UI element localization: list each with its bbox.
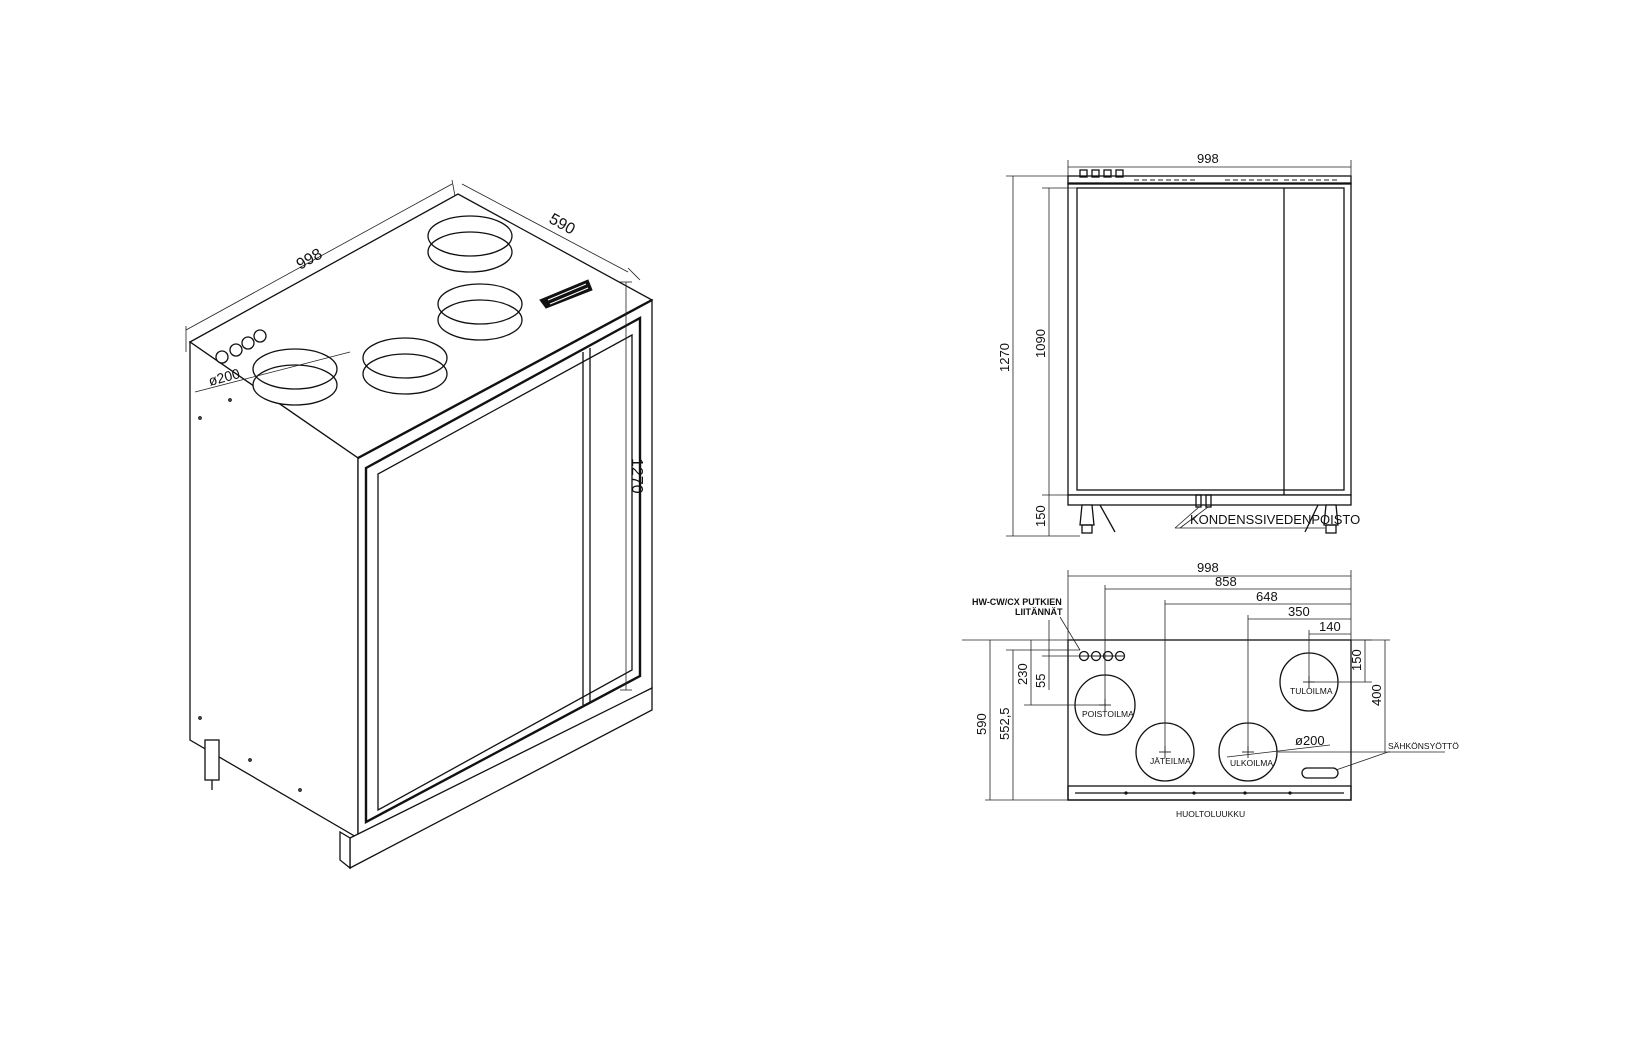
iso-height-label: 1270 — [628, 458, 645, 494]
top-diameter-label: ø200 — [1295, 733, 1325, 748]
front-pipe-stubs — [1079, 169, 1124, 178]
front-foot-right — [1323, 504, 1339, 526]
top-view: HW-CW/CX PUTKIEN LIITÄNNÄT POISTOILMA JÄ… — [962, 560, 1459, 819]
iso-side-screws — [198, 398, 302, 792]
top-body — [1067, 639, 1352, 801]
top-dim-350-label: 350 — [1288, 604, 1310, 619]
top-width-label: 998 — [1197, 560, 1219, 575]
top-dim-858: 858 — [1104, 574, 1351, 705]
top-depth-label: 590 — [974, 713, 989, 735]
front-body-inner — [1076, 187, 1345, 491]
top-port-outdoor: ULKOILMA — [1230, 758, 1273, 768]
front-base-rail — [1067, 494, 1352, 506]
front-width-label: 998 — [1197, 151, 1219, 166]
top-dim-150: 150 — [1309, 639, 1372, 683]
top-pipes-label-line2: LIITÄNNÄT — [1015, 607, 1063, 617]
iso-diameter-leader — [194, 351, 351, 393]
front-leg-left — [1099, 504, 1116, 533]
front-width-dimension: 998 — [1067, 151, 1352, 176]
top-service-rail — [1067, 785, 1352, 801]
top-dim-400-label: 400 — [1369, 684, 1384, 706]
top-depth-dimension: 590 — [962, 639, 1068, 801]
top-diameter-leader — [1226, 744, 1331, 758]
top-dim-230: 230 — [1015, 640, 1105, 706]
top-dim-140: 140 — [1308, 619, 1351, 682]
front-body-height-dimension: 1090 — [1033, 187, 1077, 496]
top-dim-230-label: 230 — [1015, 663, 1030, 685]
iso-door-frame — [364, 315, 642, 824]
iso-duct-2 — [362, 337, 448, 395]
top-dim-400: 400 — [1278, 639, 1390, 753]
top-dim-55: 55 — [1033, 620, 1084, 690]
front-total-height-label: 1270 — [997, 343, 1012, 372]
top-dim-140-label: 140 — [1319, 619, 1341, 634]
iso-duct-3 — [437, 283, 523, 341]
isometric-view: ø200 998 590 1270 — [185, 179, 654, 870]
top-port-supply: TULOILMA — [1290, 686, 1333, 696]
front-view: KONDENSSIVEDENPOISTO 998 1270 1090 150 — [997, 151, 1360, 537]
top-power-label: SÄHKÖNSYÖTTÖ — [1388, 741, 1459, 751]
front-foot-left-pad — [1081, 524, 1093, 534]
top-dim-552: 552,5 — [997, 649, 1080, 800]
iso-pipe-connectors — [215, 329, 267, 364]
front-leg-right — [1304, 504, 1319, 533]
front-condensate-label: KONDENSSIVEDENPOISTO — [1190, 512, 1360, 527]
top-service-hatch-label: HUOLTOLUUKKU — [1176, 809, 1245, 819]
front-top-rail — [1067, 175, 1352, 185]
top-width-dimension: 998 — [1067, 560, 1352, 640]
top-rail-screws — [1124, 791, 1292, 795]
iso-duct-1 — [252, 348, 338, 406]
front-foot-right-pad — [1325, 524, 1337, 534]
front-body — [1067, 182, 1352, 496]
iso-front-top-edge — [357, 298, 653, 460]
top-port-exhaust: POISTOILMA — [1082, 709, 1134, 719]
top-dim-648-label: 648 — [1256, 589, 1278, 604]
top-power-inlet — [1301, 767, 1339, 779]
front-base-height-dimension: 150 — [1033, 495, 1050, 536]
iso-door-inner — [377, 333, 633, 812]
front-drain-2 — [1205, 494, 1212, 508]
top-dim-552-label: 552,5 — [997, 707, 1012, 740]
top-pipes-label-line1: HW-CW/CX PUTKIEN — [972, 597, 1062, 607]
iso-duct-4 — [427, 215, 513, 273]
iso-electrical-grille — [539, 279, 593, 309]
top-pipe-connectors — [1078, 650, 1126, 662]
front-body-height-label: 1090 — [1033, 329, 1048, 358]
iso-base-side — [339, 830, 351, 870]
front-drain-leader-2 — [1179, 506, 1209, 529]
front-drain-leader-1 — [1174, 506, 1200, 529]
top-dim-858-label: 858 — [1215, 574, 1237, 589]
front-base-height-label: 150 — [1033, 505, 1048, 527]
top-dim-150-label: 150 — [1349, 649, 1364, 671]
top-dim-350: 350 — [1247, 604, 1351, 752]
top-dim-648: 648 — [1164, 589, 1351, 752]
iso-foot-block — [204, 739, 220, 781]
top-power-leader — [1335, 751, 1389, 771]
iso-height-dimension: 1270 — [620, 281, 645, 691]
top-port-waste: JÄTEILMA — [1150, 756, 1191, 766]
top-pipes-leader — [1059, 616, 1081, 651]
top-dim-55-label: 55 — [1033, 674, 1048, 688]
front-foot-left — [1079, 504, 1095, 526]
iso-depth-label: 590 — [546, 211, 578, 239]
front-total-height-dimension: 1270 — [997, 175, 1080, 537]
